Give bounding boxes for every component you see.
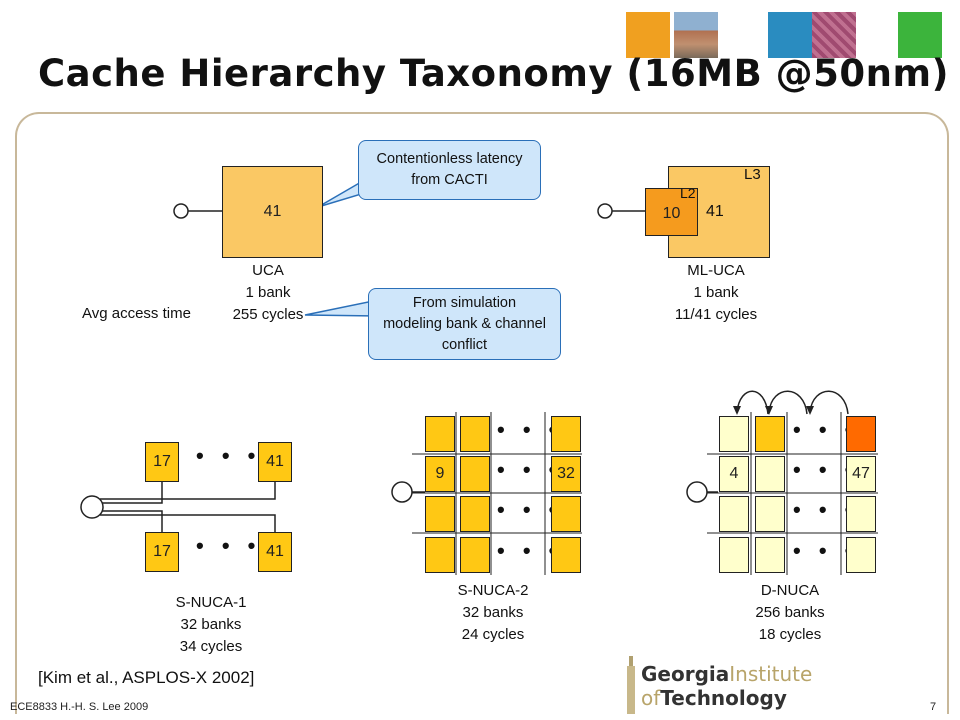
dnuca-banks: 256 banks: [755, 604, 825, 621]
snuca1-bottom-last-value: 41: [266, 543, 284, 560]
l3-label: L3: [744, 166, 761, 183]
logo-line-2: ofTechnology: [641, 686, 787, 710]
uca-block-value: 41: [263, 203, 282, 220]
header-square-orange: [626, 12, 670, 58]
snuca2-ellipsis: • • •: [497, 457, 563, 482]
logo-line-1: GeorgiaInstitute: [641, 662, 812, 686]
snuca2-label: S-NUCA-2 32 banks 24 cycles: [448, 580, 538, 646]
uca-block: 41: [222, 166, 323, 258]
uca-banks: 1 bank: [245, 284, 291, 301]
snuca2-bank-first: 9: [425, 456, 455, 492]
dnuca-bank: [719, 537, 749, 573]
dnuca-bank-last: 47: [846, 456, 876, 492]
header-photo-campus: [674, 12, 718, 58]
dnuca-bank-hot: [846, 416, 876, 452]
dnuca-first-value: 4: [729, 465, 739, 482]
mluca-label: ML-UCA 1 bank 11/41 cycles: [668, 260, 764, 326]
callout-cacti: Contentionless latency from CACTI: [358, 140, 541, 200]
snuca2-bank: [425, 496, 455, 532]
l2-block: 10: [645, 188, 698, 236]
snuca1-bank-top-last: 41: [258, 442, 292, 482]
dnuca-bank: [719, 416, 749, 452]
snuca2-name: S-NUCA-2: [457, 582, 529, 599]
snuca2-bank: [551, 537, 581, 573]
snuca2-bank: [460, 496, 490, 532]
logo-georgia: Georgia: [641, 662, 730, 686]
snuca1-banks: 32 banks: [180, 616, 242, 633]
snuca1-bank-bottom-last: 41: [258, 532, 292, 572]
snuca1-cycles: 34 cycles: [179, 638, 243, 655]
dnuca-port-icon: [686, 481, 708, 503]
snuca1-label: S-NUCA-1 32 banks 34 cycles: [170, 592, 252, 658]
dnuca-bank: [755, 456, 785, 492]
snuca2-port-icon: [391, 481, 413, 503]
snuca2-bank: [460, 456, 490, 492]
snuca1-port-icon: [80, 495, 104, 519]
dnuca-ellipsis: • • •: [793, 538, 859, 563]
uca-port-icon: [173, 203, 189, 219]
dnuca-bank: [755, 537, 785, 573]
content-frame: [15, 112, 949, 714]
header-square-blue: [768, 12, 812, 58]
georgia-tech-logo: GeorgiaInstitute ofTechnology: [625, 656, 825, 714]
snuca2-cycles: 24 cycles: [461, 626, 525, 643]
uca-cycles: 255 cycles: [232, 306, 304, 323]
l2-value: 10: [662, 205, 681, 222]
mluca-name: ML-UCA: [687, 262, 745, 279]
logo-of: of: [641, 686, 661, 710]
snuca1-top-first-value: 17: [153, 453, 171, 470]
dnuca-bank: [846, 537, 876, 573]
logo-technology: Technology: [660, 686, 787, 710]
citation: [Kim et al., ASPLOS-X 2002]: [38, 668, 255, 687]
slide-title: Cache Hierarchy Taxonomy (16MB @50nm): [38, 52, 949, 95]
migration-arrows: [736, 390, 849, 415]
header-square-green: [898, 12, 942, 58]
callout-simulation: From simulation modeling bank & channel …: [368, 288, 561, 360]
tech-tower-icon: [627, 656, 635, 714]
dnuca-last-value: 47: [852, 465, 870, 482]
page-number: 7: [930, 701, 937, 713]
snuca2-bank: [551, 496, 581, 532]
dnuca-bank-first: 4: [719, 456, 749, 492]
snuca2-banks: 32 banks: [462, 604, 524, 621]
dnuca-cycles: 18 cycles: [758, 626, 822, 643]
snuca2-bank: [425, 416, 455, 452]
mluca-port-icon: [597, 203, 613, 219]
dnuca-bank: [755, 496, 785, 532]
snuca2-ellipsis: • • •: [497, 538, 563, 563]
dnuca-bank: [755, 416, 785, 452]
snuca2-ellipsis: • • •: [497, 497, 563, 522]
snuca2-bank: [551, 416, 581, 452]
snuca1-bottom-first-value: 17: [153, 543, 171, 560]
snuca1-bank-bottom-first: 17: [145, 532, 179, 572]
dnuca-bank: [846, 496, 876, 532]
dnuca-ellipsis: • • •: [793, 417, 859, 442]
dnuca-name: D-NUCA: [760, 582, 820, 599]
dnuca-ellipsis: • • •: [793, 457, 859, 482]
footer-course: ECE8833 H.-H. S. Lee 2009: [10, 701, 149, 713]
logo-institute: Institute: [729, 662, 813, 686]
dnuca-label: D-NUCA 256 banks 18 cycles: [744, 580, 836, 646]
snuca2-ellipsis: • • •: [497, 417, 563, 442]
snuca2-bank-last: 32: [551, 456, 581, 492]
snuca1-top-last-value: 41: [266, 453, 284, 470]
l3-value: 41: [706, 203, 724, 220]
avg-access-time-label: Avg access time: [82, 305, 191, 322]
snuca2-last-value: 32: [557, 465, 575, 482]
snuca1-name: S-NUCA-1: [175, 594, 247, 611]
mluca-banks: 1 bank: [693, 284, 739, 301]
dnuca-ellipsis: • • •: [793, 497, 859, 522]
snuca2-bank: [460, 537, 490, 573]
l2-label: L2: [680, 185, 696, 201]
mluca-cycles: 11/41 cycles: [674, 306, 758, 323]
uca-name: UCA: [252, 262, 284, 279]
snuca2-bank: [425, 537, 455, 573]
header-photo-chip: [812, 12, 856, 58]
uca-label: UCA 1 bank 255 cycles: [222, 260, 314, 326]
snuca2-bank: [460, 416, 490, 452]
snuca2-first-value: 9: [435, 465, 445, 482]
dnuca-bank: [719, 496, 749, 532]
snuca1-bank-top-first: 17: [145, 442, 179, 482]
